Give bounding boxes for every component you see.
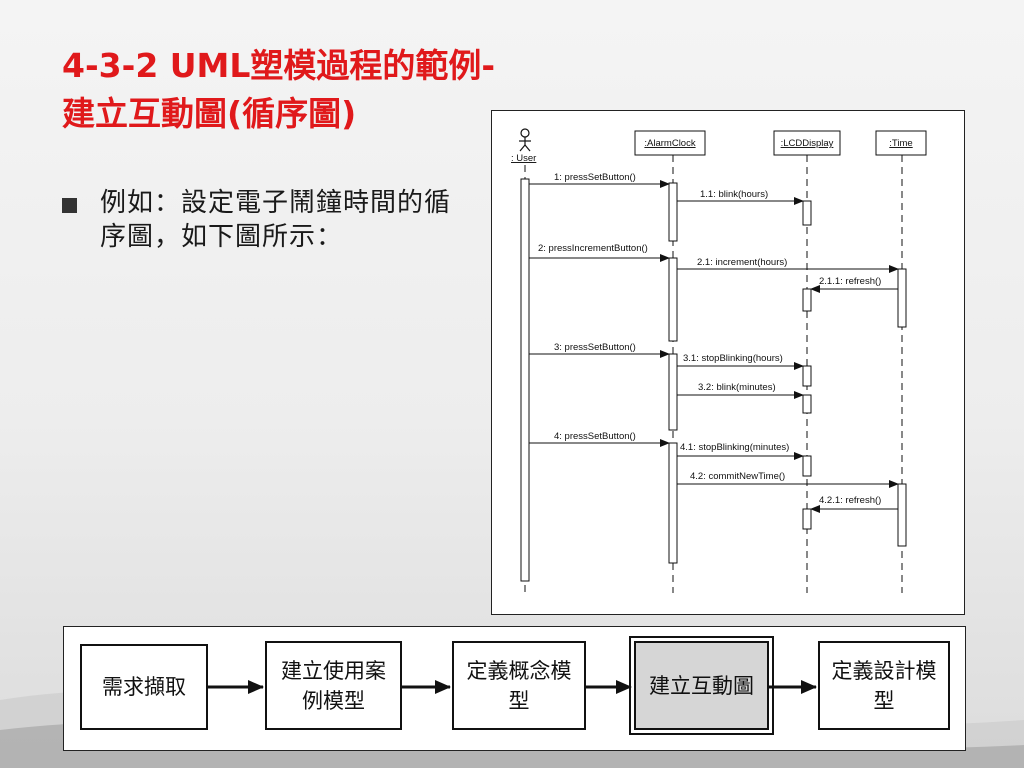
message-label: 1.1: blink(hours) [700, 189, 768, 200]
title-line-1: 4-3-2 UML塑模過程的範例- [62, 46, 496, 85]
flow-step-concept-model: 定義概念模型 [452, 641, 586, 730]
message-label: 2.1.1: refresh() [819, 276, 881, 287]
flow-step-use-case-model: 建立使用案例模型 [265, 641, 402, 730]
actor-stick-figure-icon [520, 128, 530, 138]
message-label: 3.1: stopBlinking(hours) [683, 353, 783, 364]
bullet-square-icon [62, 198, 77, 213]
bullet-text: 例如：設定電子鬧鐘時間的循序圖，如下圖所示： [100, 188, 452, 252]
object-label-alarmclock: :AlarmClock [644, 138, 695, 149]
message-label: 3: pressSetButton() [554, 342, 636, 353]
message-arrows [529, 180, 899, 513]
object-lcddisplay: :LCDDisplay [773, 130, 841, 156]
message-label: 3.2: blink(minutes) [698, 382, 776, 393]
message-label: 4.2: commitNewTime() [690, 471, 785, 482]
message-label: 4.1: stopBlinking(minutes) [680, 442, 789, 453]
message-label: 2.1: increment(hours) [697, 257, 787, 268]
process-flow-arrows [208, 680, 817, 694]
flow-step-requirements: 需求擷取 [80, 644, 208, 730]
object-label-time: :Time [889, 138, 912, 149]
actor-label: : User [511, 153, 536, 164]
flow-step-design-model: 定義設計模型 [818, 641, 950, 730]
object-alarmclock: :AlarmClock [634, 130, 706, 156]
flow-step-interaction-diagram: 建立互動圖 [629, 636, 774, 735]
title-line-2: 建立互動圖(循序圖) [62, 94, 357, 133]
process-flow: 需求擷取 建立使用案例模型 定義概念模型 建立互動圖 定義設計模型 [63, 626, 966, 751]
object-label-lcddisplay: :LCDDisplay [781, 138, 834, 149]
message-label: 4.2.1: refresh() [819, 495, 881, 506]
sequence-diagram: : User :AlarmClock :LCDDisplay :Time [491, 110, 965, 615]
bullet-list: 例如：設定電子鬧鐘時間的循序圖，如下圖所示： [62, 186, 452, 254]
object-time: :Time [875, 130, 927, 156]
message-label: 2: pressIncrementButton() [538, 243, 648, 254]
actor-user: : User [511, 128, 536, 164]
slide-title: 4-3-2 UML塑模過程的範例- 建立互動圖(循序圖) [62, 42, 622, 138]
lifelines [524, 155, 903, 593]
message-label: 1: pressSetButton() [554, 172, 636, 183]
message-label: 4: pressSetButton() [554, 431, 636, 442]
message-labels: 1: pressSetButton() 1.1: blink(hours) 2:… [538, 172, 881, 506]
sequence-diagram-canvas: : User :AlarmClock :LCDDisplay :Time [511, 128, 927, 593]
activation-bars [520, 178, 907, 582]
